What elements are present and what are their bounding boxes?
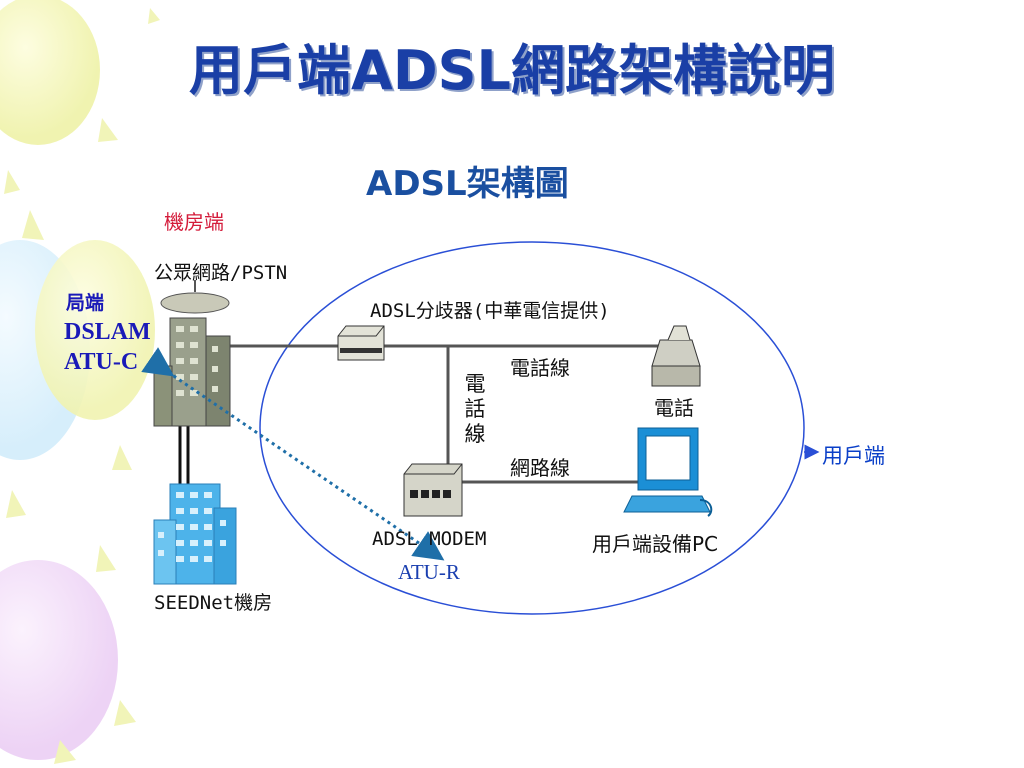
local-end-label: 局端 <box>66 292 105 314</box>
wiring <box>228 344 660 484</box>
slide-title: 用戶端ADSL網路架構說明 <box>189 39 835 102</box>
diagram-title: ADSL架構圖 <box>366 164 569 204</box>
phone-label: 電話 <box>654 396 694 420</box>
user-side-label: 用戶端 <box>822 444 885 468</box>
phone-line-vertical-label: 電話線 <box>464 372 486 446</box>
dslam-building-icon <box>153 280 231 427</box>
dslam-label: DSLAM <box>64 319 151 345</box>
seednet-building-icon <box>153 483 237 585</box>
phone-line-label: 電話線 <box>510 356 570 380</box>
uplink-lines <box>178 426 190 484</box>
telephone-icon <box>651 325 701 387</box>
balloon-purple-bottom <box>0 560 118 760</box>
pc-icon <box>623 427 713 517</box>
balloon-yellow-mid <box>35 240 155 420</box>
pstn-label: 公眾網路/PSTN <box>154 262 288 284</box>
atu-c-label: ATU-C <box>64 349 139 375</box>
splitter-label: ADSL分歧器(中華電信提供) <box>370 300 610 322</box>
splitter-icon <box>337 325 385 361</box>
decorative-balloons <box>0 0 160 764</box>
dsl-link-dotted-line <box>141 347 445 561</box>
atu-r-label: ATU-R <box>398 560 460 584</box>
network-line-label: 網路線 <box>510 456 570 480</box>
seednet-label: SEEDNet機房 <box>154 592 273 614</box>
balloon-yellow-top <box>0 0 100 145</box>
central-office-label: 機房端 <box>164 210 224 234</box>
adsl-modem-icon <box>403 463 463 517</box>
pc-label: 用戶端設備PC <box>592 532 719 556</box>
modem-label: ADSL MODEM <box>372 528 487 550</box>
